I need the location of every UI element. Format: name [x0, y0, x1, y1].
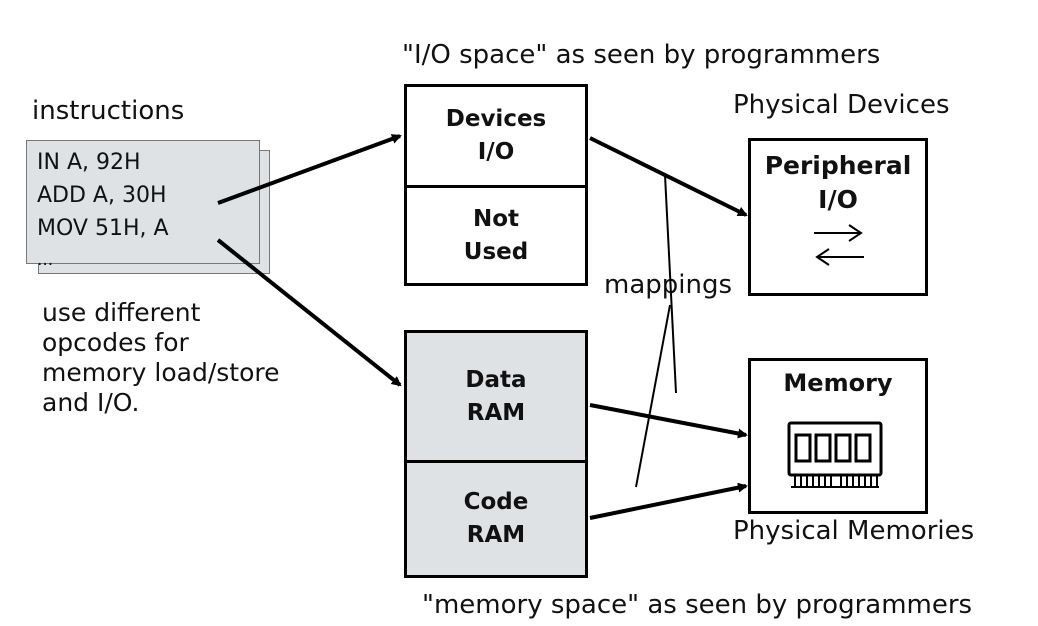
note-line: memory load/store: [42, 358, 280, 387]
io-space-box: Devices I/O Not Used: [404, 84, 588, 286]
physical-memories-caption: Physical Memories: [733, 516, 975, 546]
arrow-instructions-to-memory: [216, 238, 402, 387]
code-ram-cell: Code RAM: [463, 489, 529, 548]
note-line: opcodes for: [42, 328, 189, 357]
io-space-caption: "I/O space" as seen by programmers: [402, 40, 881, 70]
peripheral-io-box: Peripheral I/O: [748, 138, 928, 296]
instruction-line: ADD A, 30H: [37, 183, 167, 208]
memory-space-caption: "memory space" as seen by programmers: [422, 590, 973, 620]
devices-io-cell: Devices I/O: [445, 106, 547, 165]
data-ram-cell: Data RAM: [465, 366, 527, 426]
arrow-io-to-peripheral: [589, 136, 748, 217]
instructions-title: instructions: [32, 96, 185, 126]
instructions-note: use different opcodes for memory load/st…: [42, 298, 280, 418]
note-line: and I/O.: [42, 388, 140, 417]
arrow-instructions-to-io: [217, 134, 402, 205]
not-used-cell: Not Used: [463, 205, 529, 265]
memory-space-box: Data RAM Code RAM: [404, 330, 588, 578]
memory-module-icon: [787, 421, 883, 488]
memory-box: Memory: [748, 358, 928, 514]
arrow-code-ram-to-memory: [589, 482, 748, 520]
peripheral-io-title: Peripheral I/O: [764, 151, 912, 214]
mappings-label: mappings: [604, 270, 733, 300]
note-line: use different: [42, 298, 201, 327]
mapping-line: [635, 304, 671, 488]
memory-box-title: Memory: [783, 369, 893, 397]
instruction-line: MOV 51H, A: [37, 216, 169, 241]
bidirectional-arrows-icon: [814, 224, 864, 266]
io-space-divider: [407, 185, 585, 188]
memory-space-divider: [407, 460, 585, 463]
instruction-ellipsis: ...: [37, 250, 54, 270]
instruction-line: IN A, 92H: [37, 150, 141, 175]
physical-devices-caption: Physical Devices: [733, 90, 950, 120]
arrow-data-ram-to-memory: [589, 403, 748, 439]
mapping-line: [664, 174, 677, 394]
